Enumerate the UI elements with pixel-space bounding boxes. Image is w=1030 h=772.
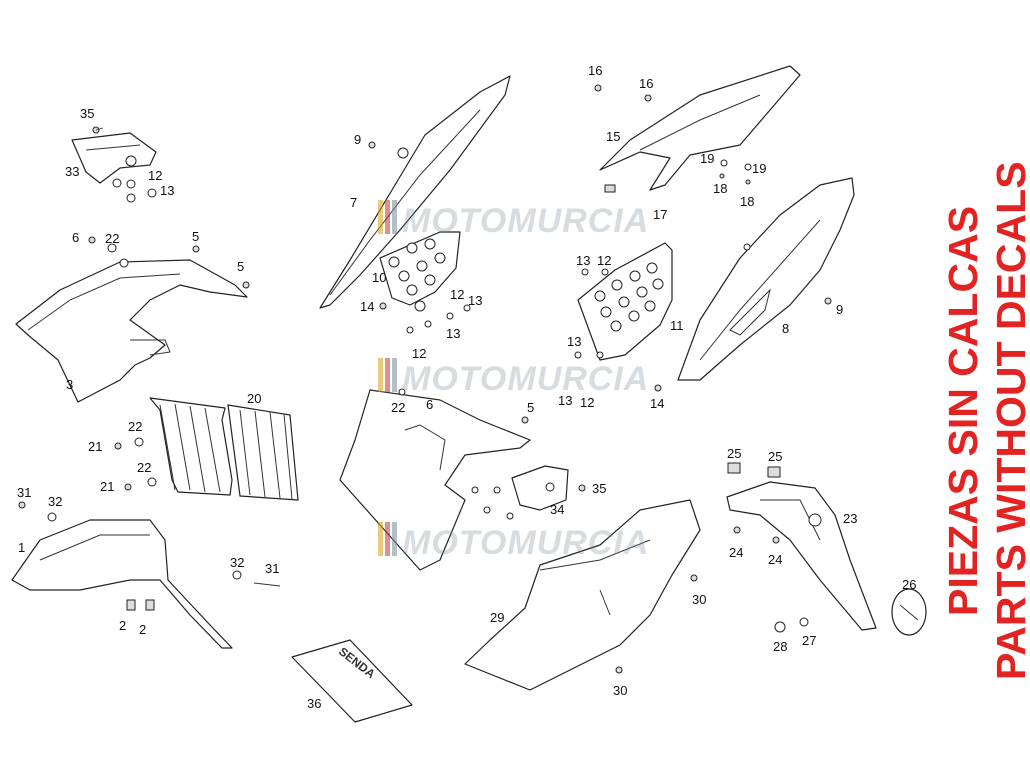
callout-12: 12 (580, 395, 594, 410)
watermark-3: MOTOMURCIA (378, 522, 649, 562)
callout-10: 10 (372, 270, 386, 285)
callout-22: 22 (128, 419, 142, 434)
callout-16: 16 (639, 76, 653, 91)
callout-35: 35 (80, 106, 94, 121)
callout-labels: 35 33 12 13 6 22 5 5 3 20 22 21 22 21 31… (17, 63, 916, 711)
part-10-perforated-panel (379, 231, 471, 334)
callout-13: 13 (160, 183, 174, 198)
callout-29: 29 (490, 610, 504, 625)
callout-27: 27 (802, 633, 816, 648)
svg-text:MOTOMURCIA: MOTOMURCIA (402, 202, 649, 240)
callout-18: 18 (713, 181, 727, 196)
callout-11: 11 (670, 318, 684, 333)
svg-text:MOTOMURCIA: MOTOMURCIA (402, 360, 649, 398)
callout-13: 13 (576, 253, 590, 268)
callout-16: 16 (588, 63, 602, 78)
callout-6: 6 (72, 230, 79, 245)
callout-30: 30 (613, 683, 627, 698)
part-20-radiator-louvres (114, 397, 299, 501)
callout-34: 34 (550, 502, 564, 517)
callout-31: 31 (17, 485, 31, 500)
callout-2: 2 (119, 618, 126, 633)
callout-9: 9 (354, 132, 361, 147)
callout-2: 2 (139, 622, 146, 637)
callout-14: 14 (650, 396, 664, 411)
callout-13: 13 (468, 293, 482, 308)
callout-21: 21 (100, 479, 114, 494)
callout-32: 32 (48, 494, 62, 509)
callout-25: 25 (768, 449, 782, 464)
callout-7: 7 (350, 195, 357, 210)
callout-5: 5 (192, 229, 199, 244)
callout-35: 35 (592, 481, 606, 496)
callout-6: 6 (426, 397, 433, 412)
callout-13: 13 (446, 326, 460, 341)
callout-25: 25 (727, 446, 741, 461)
callout-12: 12 (597, 253, 611, 268)
callout-3: 3 (66, 377, 73, 392)
watermark-2: MOTOMURCIA (378, 358, 649, 398)
part-23-rear-bracket (726, 462, 877, 633)
callout-19: 19 (752, 161, 766, 176)
part-8-rear-side-panel (677, 177, 855, 381)
callout-13: 13 (567, 334, 581, 349)
callout-12: 12 (450, 287, 464, 302)
callout-5: 5 (237, 259, 244, 274)
callout-22: 22 (391, 400, 405, 415)
callout-20: 20 (247, 391, 261, 406)
callout-17: 17 (653, 207, 667, 222)
callout-13: 13 (558, 393, 572, 408)
callout-24: 24 (729, 545, 743, 560)
callout-26: 26 (902, 577, 916, 592)
callout-12: 12 (412, 346, 426, 361)
part-1-front-fender (11, 501, 281, 649)
part-11-perforated-panel (574, 242, 673, 392)
watermark-1: MOTOMURCIA (378, 200, 649, 240)
callout-31: 31 (265, 561, 279, 576)
title-line-spanish: PIEZAS SIN CALCAS (940, 206, 986, 616)
callout-14: 14 (360, 299, 374, 314)
parts-without-decals-title: PIEZAS SIN CALCAS PARTS WITHOUT DECALS (940, 161, 1030, 680)
callout-19: 19 (700, 151, 714, 166)
callout-33: 33 (65, 164, 79, 179)
callout-32: 32 (230, 555, 244, 570)
part-15-rear-cowl (594, 65, 801, 193)
callout-24: 24 (768, 552, 782, 567)
callout-8: 8 (782, 321, 789, 336)
callout-36: 36 (307, 696, 321, 711)
callout-5: 5 (527, 400, 534, 415)
callout-30: 30 (692, 592, 706, 607)
callout-22: 22 (137, 460, 151, 475)
callout-15: 15 (606, 129, 620, 144)
callout-21: 21 (88, 439, 102, 454)
callout-9: 9 (836, 302, 843, 317)
callout-12: 12 (148, 168, 162, 183)
part-26-round-cap (891, 588, 927, 636)
part-33-bracket (71, 126, 157, 203)
svg-text:MOTOMURCIA: MOTOMURCIA (402, 524, 649, 562)
callout-23: 23 (843, 511, 857, 526)
title-line-english: PARTS WITHOUT DECALS (988, 161, 1030, 680)
callout-22: 22 (105, 231, 119, 246)
callout-1: 1 (18, 540, 25, 555)
callout-18: 18 (740, 194, 754, 209)
part-29-rear-mudguard (464, 499, 701, 691)
part-3-radiator-shroud (15, 236, 250, 403)
part-34-cover (471, 465, 586, 520)
callout-28: 28 (773, 639, 787, 654)
